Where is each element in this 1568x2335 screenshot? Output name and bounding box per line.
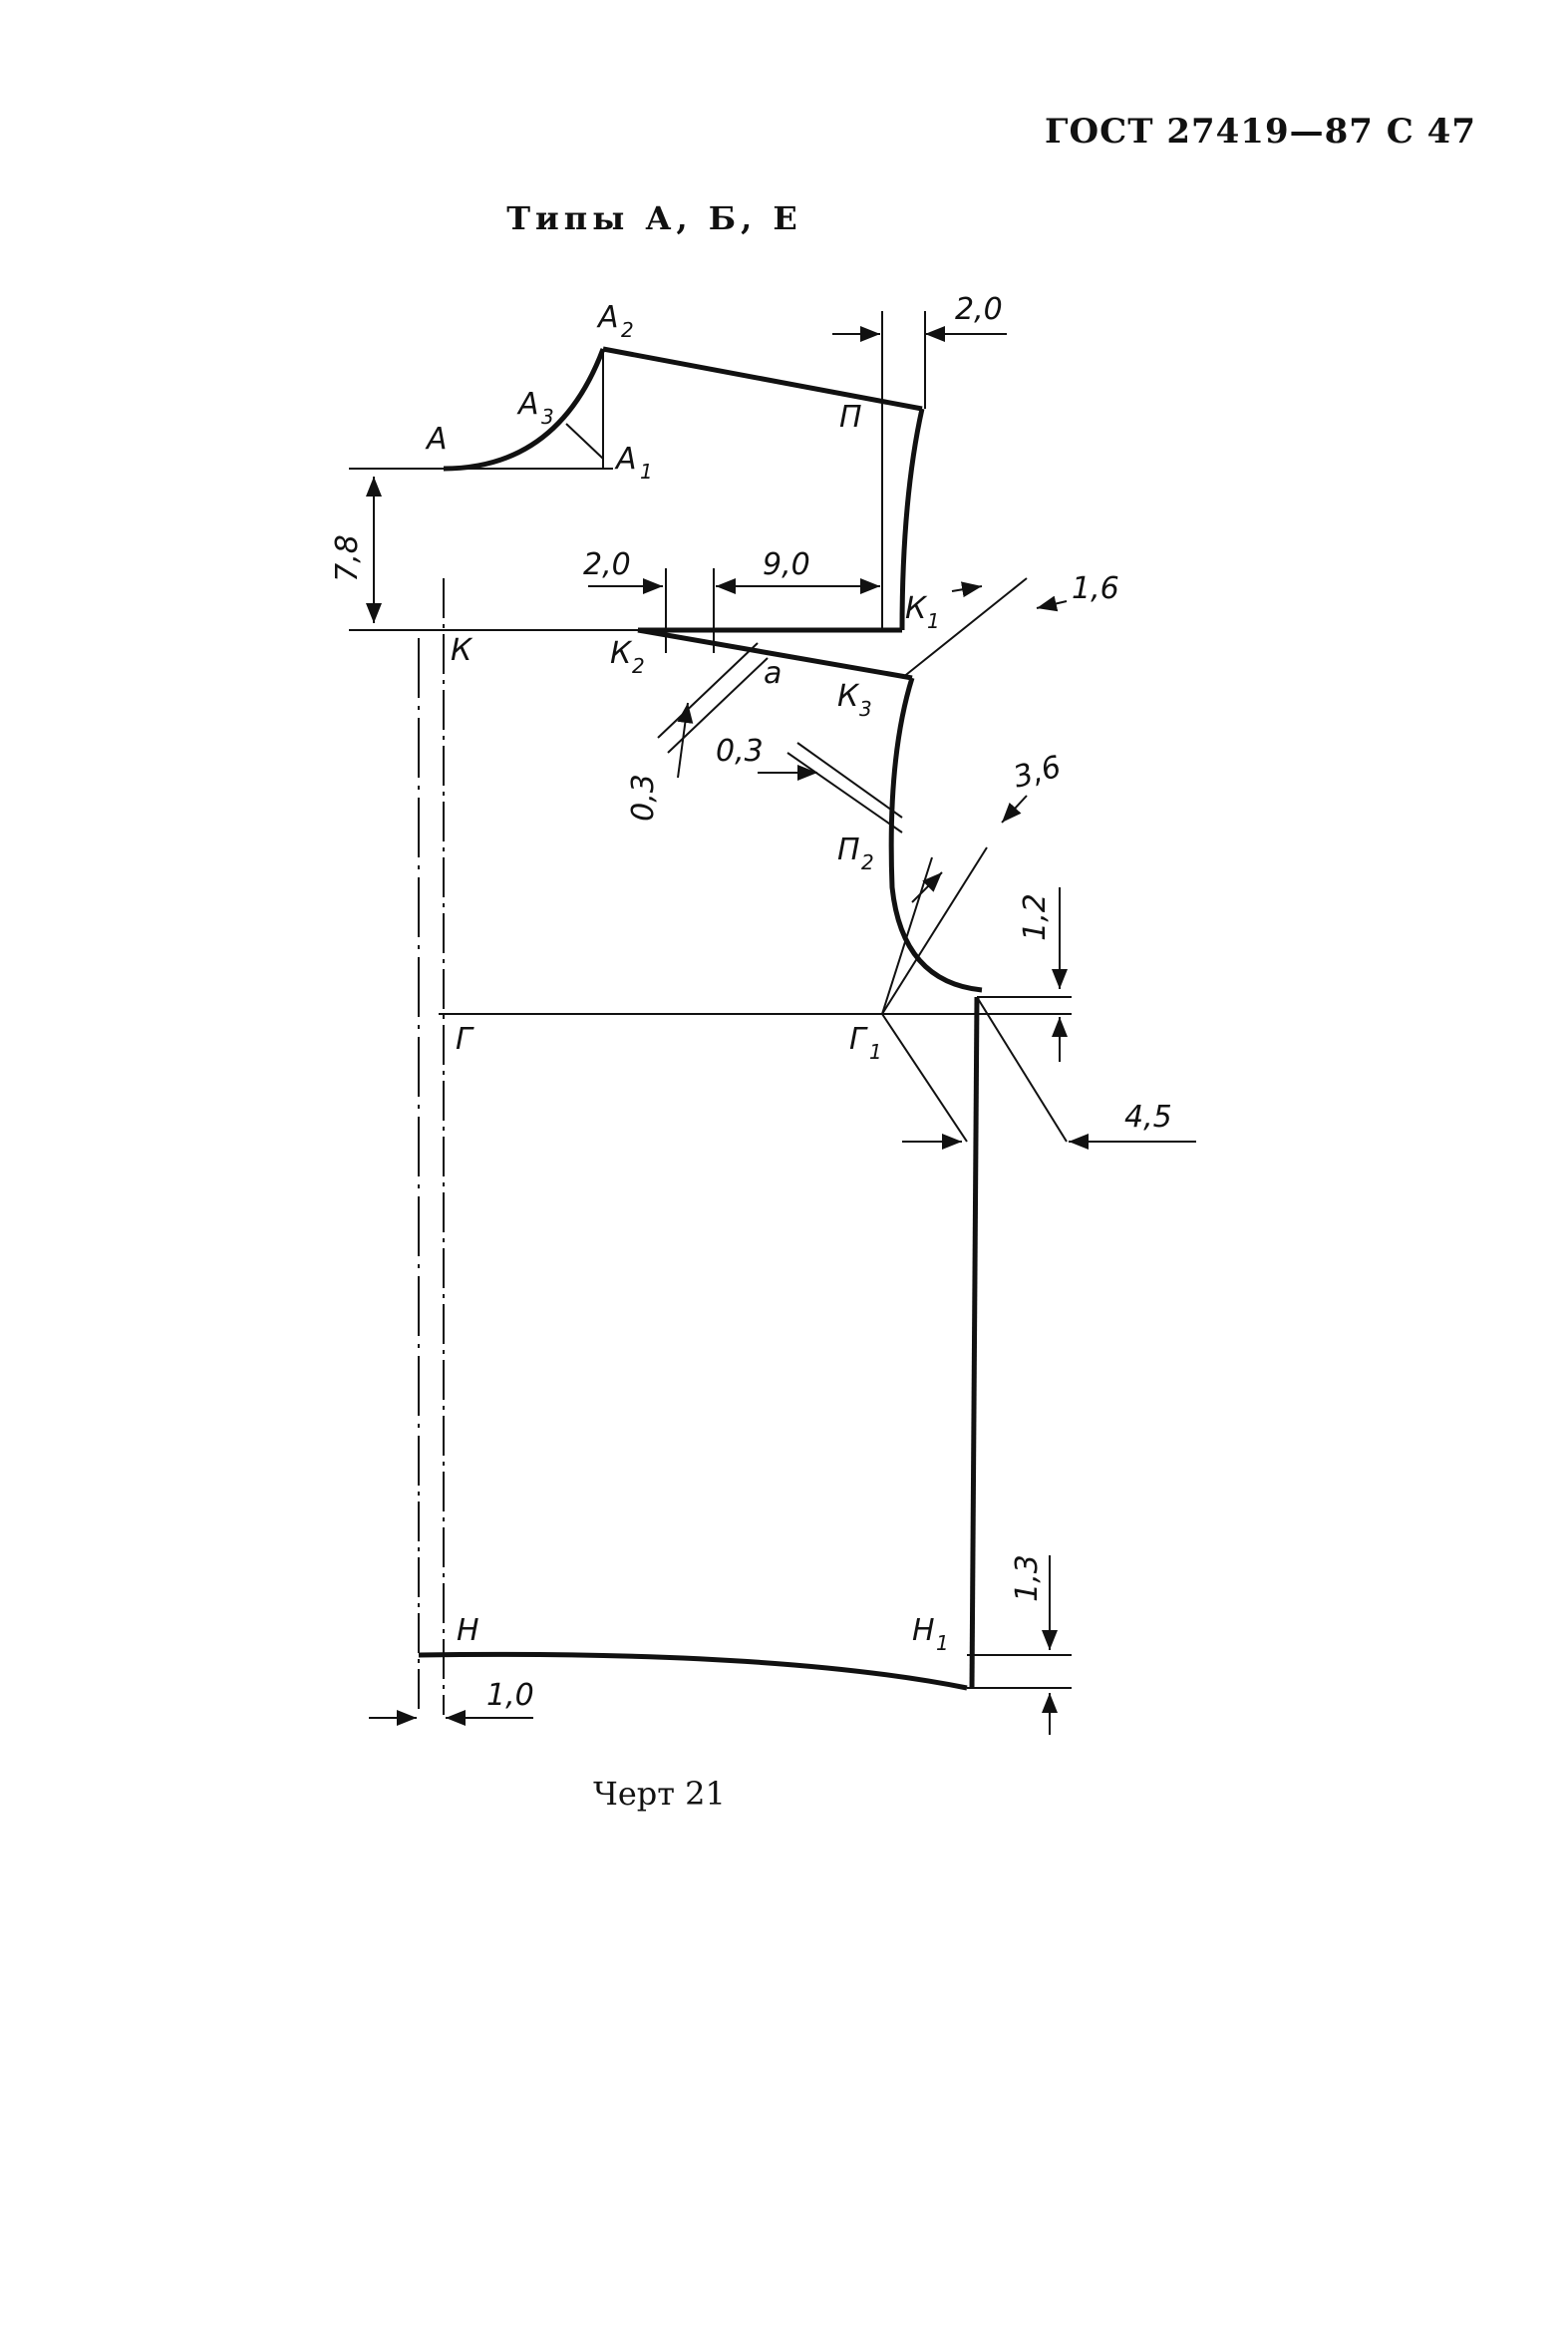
label-P: П xyxy=(839,400,862,435)
side-seam xyxy=(969,996,980,1689)
hem-curve xyxy=(418,1651,968,1691)
label-G: Г xyxy=(456,1022,474,1057)
armhole-upper xyxy=(899,408,925,631)
label-K1-sub: 1 xyxy=(927,609,940,633)
dim-value-chest-width: 9,0 xyxy=(763,547,810,582)
dim-3-6-b xyxy=(911,871,943,903)
dim-1-6 xyxy=(1036,595,1068,612)
side-diag xyxy=(976,996,1068,1143)
dimension-values: 2,0 7,8 2,0 9,0 1,6 0,3 0,3 3,6 1,2 4,5 … xyxy=(330,292,1172,1713)
label-A1: А xyxy=(614,442,637,477)
label-K: К xyxy=(451,633,473,668)
label-A1-sub: 1 xyxy=(640,460,653,484)
k2-k3-line xyxy=(637,627,913,681)
g1-diag-b xyxy=(881,846,988,1015)
dim-0-3-dart-diag2 xyxy=(667,657,769,754)
shoulder-line xyxy=(602,346,923,412)
pattern-contour xyxy=(418,346,983,1691)
dim-1-6-left xyxy=(951,581,983,598)
k1-k3-ext xyxy=(901,577,1028,679)
dim-3-6 xyxy=(1001,795,1028,824)
point-labels: А А 2 А 3 А 1 П К К 1 К 2 а К 3 П 2 Г Г … xyxy=(425,300,949,1655)
dim-value-hem-drop: 1,3 xyxy=(1010,1554,1045,1602)
dim-value-dart-small: 0,3 xyxy=(626,774,661,822)
label-A: А xyxy=(425,422,448,457)
label-a: а xyxy=(764,656,782,691)
label-K3-sub: 3 xyxy=(859,697,872,721)
g1-diag-a xyxy=(881,1013,968,1143)
label-K1: К xyxy=(905,591,928,626)
dim-value-shoulder-offset: 2,0 xyxy=(955,292,1003,327)
dim-value-armhole-small: 0,3 xyxy=(716,734,764,769)
label-A3: А xyxy=(516,387,539,422)
label-A2-sub: 2 xyxy=(621,318,634,342)
label-A2: А xyxy=(596,300,619,335)
label-K2: К xyxy=(610,636,633,671)
label-N1: Н xyxy=(912,1613,935,1648)
dim-value-k1-offset: 1,6 xyxy=(1072,571,1119,606)
dim-value-dart-offset: 2,0 xyxy=(583,547,631,582)
dimension-lines xyxy=(366,311,1196,1735)
dim-value-side-shift: 4,5 xyxy=(1124,1100,1172,1135)
armhole-lower xyxy=(888,677,983,993)
center-line xyxy=(418,578,445,1715)
label-P2: П xyxy=(837,833,860,867)
label-A3-sub: 3 xyxy=(541,405,554,429)
dim-value-hem-offset: 1,0 xyxy=(486,1678,534,1713)
label-G1: Г xyxy=(849,1022,868,1057)
figure-caption: Черт 21 xyxy=(593,1775,726,1813)
label-K3: К xyxy=(837,679,860,714)
label-P2-sub: 2 xyxy=(861,850,874,874)
label-N: Н xyxy=(457,1613,479,1648)
dim-0-3-dart-diag xyxy=(657,642,759,739)
page-header: ГОСТ 27419—87 С 47 xyxy=(1045,112,1476,152)
figure-title: Типы А, Б, Е xyxy=(506,199,802,237)
construction-lines xyxy=(349,311,1072,1689)
neckline-curve xyxy=(443,348,606,472)
dim-0-3-arm-diag xyxy=(786,752,903,834)
label-G1-sub: 1 xyxy=(869,1040,882,1064)
dim-value-depth-neck: 7,8 xyxy=(330,534,365,582)
label-N1-sub: 1 xyxy=(936,1631,949,1655)
dim-0-3-arm-diag2 xyxy=(796,742,903,819)
dim-0-3-dart xyxy=(677,702,694,779)
label-K2-sub: 2 xyxy=(632,654,645,678)
dim-value-armhole-drop: 1,2 xyxy=(1018,893,1053,941)
a3-bisector xyxy=(565,423,604,460)
dim-value-armhole-diag: 3,6 xyxy=(1010,750,1065,796)
